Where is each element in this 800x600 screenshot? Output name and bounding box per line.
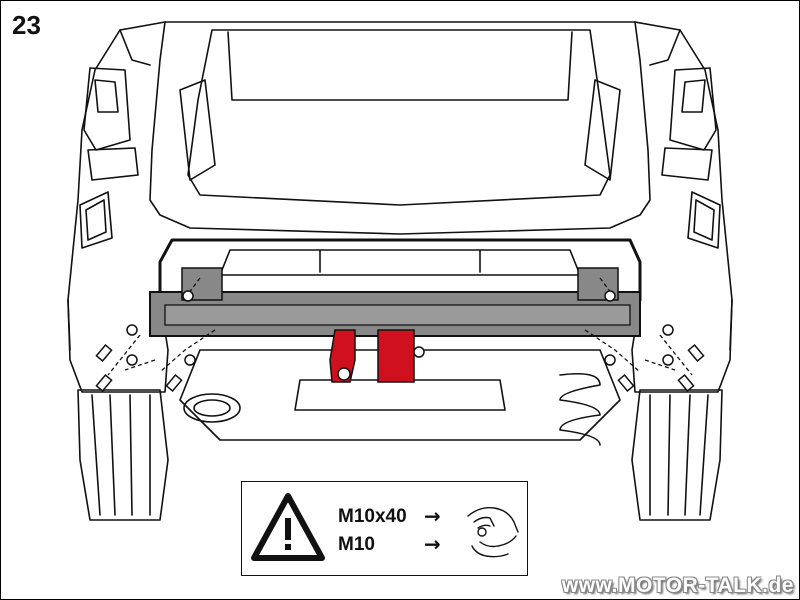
watermark: www.MOTOR-TALK.de <box>561 574 794 597</box>
tailgate-window <box>187 29 611 206</box>
coil-spring <box>559 372 601 446</box>
arrow-icon: → <box>424 504 441 528</box>
wheel-left <box>77 389 169 521</box>
tail-light-right <box>669 67 717 151</box>
notice-box: M10x40 → M10 → <box>241 481 528 576</box>
tail-light-left <box>83 67 131 151</box>
body-right <box>634 21 733 351</box>
tailgate-outline <box>149 21 651 235</box>
nut-size-m10: M10 <box>338 534 375 555</box>
bolts <box>95 290 705 392</box>
hand-tighten-icon <box>467 506 519 558</box>
warning-triangle-icon <box>251 493 325 561</box>
bolt-size-m10x40: M10x40 <box>338 506 407 527</box>
reflector-left <box>79 191 113 249</box>
body-left <box>67 21 166 351</box>
towbar-crossbar <box>149 267 641 337</box>
exhaust-pipe <box>183 393 241 423</box>
reflector-right <box>687 191 721 249</box>
arrow-icon: → <box>424 532 441 556</box>
step-number: 23 <box>12 10 41 40</box>
towbar-mount <box>329 329 425 383</box>
wheel-right <box>631 389 723 521</box>
